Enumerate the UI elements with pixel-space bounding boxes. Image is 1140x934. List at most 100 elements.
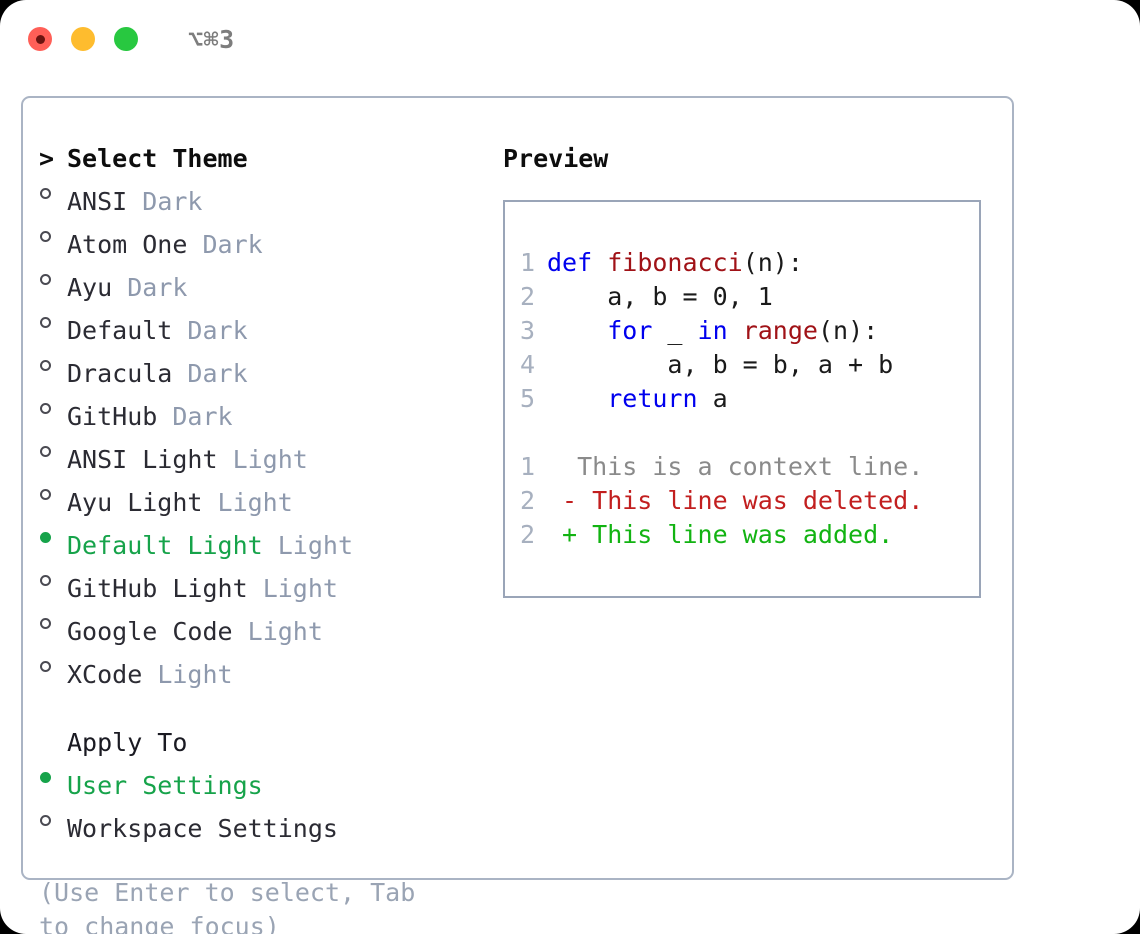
minimize-button-icon[interactable] — [71, 27, 95, 51]
code-text: a, b = b, a + b — [547, 348, 893, 382]
theme-variant-label: Dark — [142, 187, 203, 216]
close-button-icon[interactable] — [28, 27, 52, 51]
code-line: 1 def fibonacci(n): — [505, 246, 979, 280]
apply-to-item[interactable]: Workspace Settings — [39, 803, 483, 846]
radio-selected-icon — [39, 760, 67, 794]
theme-list-item[interactable]: Dracula Dark — [39, 348, 483, 391]
theme-name-label: GitHub Light — [67, 574, 248, 603]
radio-unselected-icon — [39, 803, 67, 837]
code-token: def — [547, 248, 608, 277]
theme-variant-label: Light — [157, 660, 233, 689]
zoom-button-icon[interactable] — [114, 27, 138, 51]
code-text: for _ in range(n): — [547, 314, 878, 348]
title-bar: ⌥⌘3 — [0, 0, 1140, 78]
radio-unselected-icon — [39, 434, 67, 468]
traffic-lights — [28, 27, 138, 51]
list-spacer — [39, 692, 483, 726]
line-number: 4 — [519, 350, 535, 379]
theme-list-item[interactable]: ANSI Dark — [39, 176, 483, 219]
code-token: return — [607, 384, 698, 413]
theme-name-label: ANSI — [67, 187, 128, 216]
line-number: 3 — [519, 316, 535, 345]
radio-unselected-icon — [39, 262, 67, 296]
code-diff-gap — [505, 416, 979, 450]
code-token: (n): — [817, 316, 879, 345]
theme-name-label: GitHub — [67, 402, 158, 431]
theme-list-item[interactable]: Ayu Light Light — [39, 477, 483, 520]
theme-list-item[interactable]: GitHub Light Light — [39, 563, 483, 606]
theme-variant-label: Light — [232, 445, 308, 474]
theme-variant-label: Dark — [172, 402, 233, 431]
code-token: fibonacci — [607, 248, 743, 277]
radio-selected-icon — [39, 520, 67, 554]
diff-text: This is a context line. — [547, 452, 924, 481]
line-number: 1 — [519, 248, 535, 277]
theme-variant-label: Light — [277, 531, 353, 560]
theme-variant-label: Light — [217, 488, 293, 517]
theme-list-item[interactable]: Ayu Dark — [39, 262, 483, 305]
code-token: a, b = b, a + b — [547, 350, 894, 379]
code-text: return a — [547, 382, 727, 416]
keyboard-shortcut-label: ⌥⌘3 — [188, 24, 235, 54]
radio-unselected-icon — [39, 563, 67, 597]
code-token — [728, 316, 743, 345]
radio-unselected-icon — [39, 348, 67, 382]
theme-variant-label: Dark — [127, 273, 188, 302]
diff-text: + This line was added. — [547, 520, 894, 549]
code-token: range — [742, 316, 818, 345]
theme-name-label: Atom One — [67, 230, 188, 259]
code-text: def fibonacci(n): — [547, 246, 803, 280]
radio-unselected-icon — [39, 649, 67, 683]
code-token: _ — [652, 316, 698, 345]
select-theme-header: > Select Theme — [39, 142, 483, 176]
code-token: for — [607, 316, 653, 345]
code-line: 3 for _ in range(n): — [505, 314, 979, 348]
line-number: 5 — [519, 384, 535, 413]
code-line: 2 a, b = 0, 1 — [505, 280, 979, 314]
code-token — [547, 384, 607, 413]
theme-name-label: XCode — [67, 660, 143, 689]
theme-list-item[interactable]: Default Dark — [39, 305, 483, 348]
theme-list-item[interactable]: GitHub Dark — [39, 391, 483, 434]
apply-to-header: Apply To — [67, 728, 188, 757]
radio-unselected-icon — [39, 305, 67, 339]
code-line: 4 a, b = b, a + b — [505, 348, 979, 382]
line-number: 2 — [519, 282, 535, 311]
theme-list-item[interactable]: Default Light Light — [39, 520, 483, 563]
diff-line: 1 This is a context line. — [505, 450, 979, 484]
radio-unselected-icon — [39, 219, 67, 253]
theme-list-item[interactable]: Atom One Dark — [39, 219, 483, 262]
radio-unselected-icon — [39, 606, 67, 640]
theme-list-item[interactable]: ANSI Light Light — [39, 434, 483, 477]
apply-to-item[interactable]: User Settings — [39, 760, 483, 803]
theme-list-item[interactable]: Google Code Light — [39, 606, 483, 649]
code-token — [547, 316, 607, 345]
diff-text: - This line was deleted. — [547, 486, 924, 515]
line-number: 2 — [519, 520, 535, 549]
theme-list-item[interactable]: XCode Light — [39, 649, 483, 692]
theme-name-label: Default — [67, 316, 173, 345]
theme-name-label: Ayu — [67, 273, 113, 302]
theme-name-label: Google Code — [67, 617, 233, 646]
apply-to-label: Workspace Settings — [67, 814, 338, 843]
theme-variant-label: Dark — [202, 230, 263, 259]
line-number: 1 — [519, 452, 535, 481]
code-token: (n): — [742, 248, 803, 277]
radio-unselected-icon — [39, 391, 67, 425]
code-token: in — [697, 316, 728, 345]
code-text: a, b = 0, 1 — [547, 280, 773, 314]
line-number: 2 — [519, 486, 535, 515]
preview-title: Preview — [503, 144, 609, 173]
code-token: a, b = 0, 1 — [547, 282, 773, 311]
theme-variant-label: Light — [262, 574, 338, 603]
theme-variant-label: Dark — [187, 316, 248, 345]
diff-sample: 1 This is a context line.2 - This line w… — [505, 450, 979, 552]
theme-variant-label: Light — [247, 617, 323, 646]
theme-name-label: Ayu Light — [67, 488, 203, 517]
select-theme-header-label: Select Theme — [67, 144, 248, 173]
